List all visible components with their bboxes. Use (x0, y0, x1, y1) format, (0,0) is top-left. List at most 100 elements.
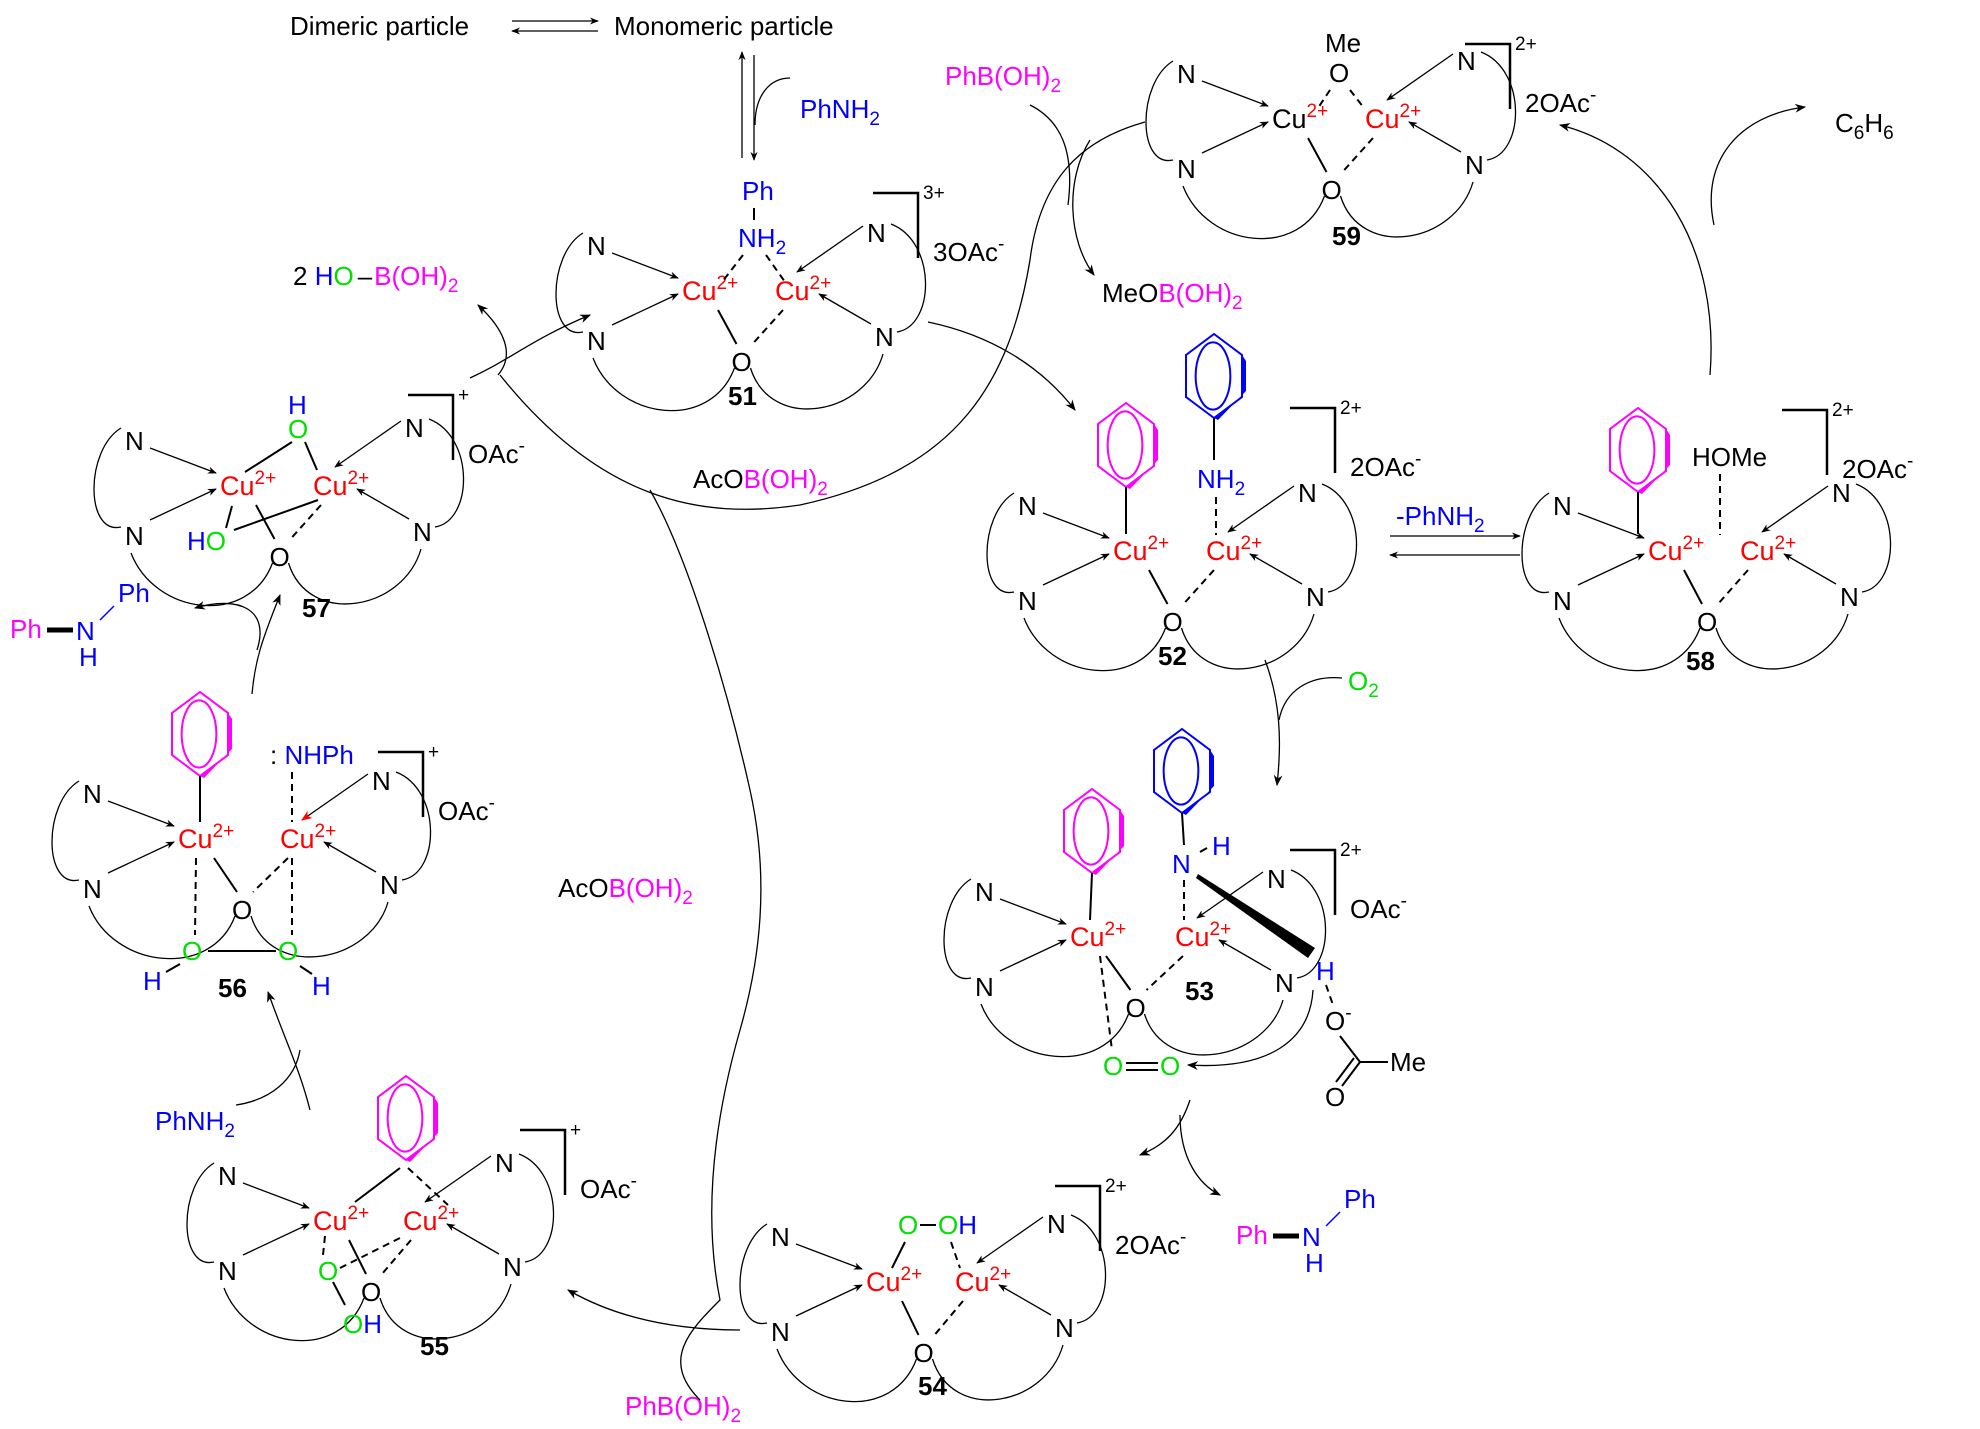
nitrogen-donor: N (1177, 154, 1196, 184)
phenyl-ring-icon (1185, 332, 1246, 420)
reagent-phboh2-bottom: PhB(OH)2 (625, 1391, 741, 1427)
ring-wedge (1126, 424, 1158, 489)
cu-o-dative (322, 1235, 326, 1256)
ligand-backbone (223, 1287, 365, 1342)
c-o-double-bond (1335, 1057, 1355, 1083)
ligand-backbone (1480, 51, 1517, 161)
n-label: N (76, 616, 95, 646)
cu-o-bond (1105, 955, 1132, 991)
n-label: N (1302, 1222, 1321, 1252)
oh-cu-bond (244, 441, 293, 473)
cu-o-bond (348, 1239, 367, 1275)
nitrogen-donor: N (372, 766, 391, 796)
arrow-release-meob (1072, 139, 1095, 276)
copper-atom: Cu2+ (280, 821, 336, 854)
reagent-phnh2-left: PhNH2 (155, 1106, 235, 1142)
cu-o-bond (1307, 137, 1328, 173)
arrow-51-to-52 (927, 321, 1076, 411)
byproduct-acob-oh2-low: AcOB(OH)2 (558, 873, 693, 909)
copper-atom: Cu2+ (313, 1203, 369, 1236)
copper-atom: Cu2+ (775, 273, 831, 306)
copper-atom: Cu2+ (1113, 533, 1169, 566)
ligand-backbone (555, 232, 584, 333)
phenyl-ring-icon (171, 690, 232, 778)
nitrogen-donor: N (218, 1256, 237, 1286)
nitrogen-donor: N (125, 426, 144, 456)
dioxygen-o: O (1103, 1051, 1123, 1081)
copper-atom: Cu2+ (955, 1264, 1011, 1297)
dative-bond-arrow (242, 1182, 310, 1209)
phenyl-ring-icon (1097, 401, 1158, 489)
cu-o-dative-bond (1182, 569, 1215, 605)
complex-charge: 2+ (1340, 840, 1362, 861)
reagent-o2: O2 (1348, 666, 1379, 702)
ligand-backbone (1855, 483, 1892, 593)
dative-bond-arrow (301, 773, 369, 821)
oh-cu-bond (304, 441, 318, 471)
dative-bond-arrow (242, 1223, 310, 1256)
aniline-ligand: NH2 (738, 223, 786, 259)
ring-aromatic-circle (180, 699, 218, 769)
nitrogen-donor: N (1055, 1313, 1074, 1343)
compound-number: 56 (218, 973, 247, 1003)
compound-number: 58 (1686, 646, 1715, 676)
ligand-backbone (931, 1344, 1064, 1401)
charge-bracket (1782, 408, 1829, 475)
hydroxyl-ho: HO (187, 526, 226, 556)
o-h-bond (165, 963, 181, 973)
bridging-oxygen: O (232, 895, 252, 925)
cu-o-bond (1683, 569, 1703, 605)
dative-bond-arrow (1386, 53, 1454, 101)
ring-aromatic-circle (1194, 341, 1232, 411)
dative-bond-arrow (149, 488, 217, 521)
ph-label: Ph (1344, 1184, 1376, 1214)
product-diphenylamine-right: Ph N Ph H (1236, 1184, 1376, 1278)
ligand-backbone (1070, 1214, 1107, 1324)
arrow-53-to-54 (1138, 1099, 1191, 1156)
dative-bond-arrow (999, 898, 1067, 925)
dimer-monomer-equilibrium: Dimeric particle Monomeric particle (290, 11, 834, 41)
methyl-label: Me (1390, 1047, 1426, 1077)
nitrogen-donor: N (587, 326, 606, 356)
counterion: OAc- (580, 1171, 637, 1204)
complex-charge: 2+ (1340, 398, 1362, 419)
ligand-backbone (395, 771, 432, 881)
phnh2-left-entry-curve (235, 1049, 301, 1106)
phenyl-ring-icon (1063, 787, 1124, 875)
complex-charge: 2+ (1832, 400, 1854, 421)
ligand-backbone (1521, 492, 1550, 593)
n-h-bond (1199, 847, 1208, 853)
nitrogen-donor: N (1306, 582, 1325, 612)
counterion: 2OAc- (1842, 451, 1913, 484)
arrow-58-to-59 (1558, 123, 1712, 376)
dative-bond-arrow (1408, 121, 1462, 153)
ring-outline (1153, 727, 1211, 815)
ph-label: Ph (118, 578, 150, 608)
product-diphenylamine-left: Ph N Ph H (10, 578, 150, 672)
h-bond (1325, 984, 1334, 1006)
nitrogen-donor: N (1267, 864, 1286, 894)
ring-outline (171, 690, 229, 778)
dative-bond-arrow (323, 841, 377, 873)
dative-bond-arrow (1042, 553, 1110, 586)
compound-number: 59 (1332, 221, 1361, 251)
cu-o-bond (213, 857, 238, 893)
phenyl-ring-icon (1609, 406, 1670, 494)
peroxo-oh: OH (938, 1210, 977, 1240)
nitrogen-donor: N (867, 218, 886, 248)
hydroperoxo-oh: OH (343, 1309, 382, 1339)
dative-bond-arrow (107, 841, 175, 874)
electron-push-arrow (1186, 989, 1314, 1070)
dative-bond-arrow (1577, 512, 1645, 539)
arrow-release-benzene (1710, 103, 1807, 226)
ligand-backbone (379, 1283, 512, 1340)
dative-bond-arrow (1249, 553, 1303, 585)
copper-atom: Cu2+ (1740, 533, 1796, 566)
ligand-backbone (1339, 181, 1474, 238)
o-o-bond (332, 1281, 346, 1306)
complex-charge: + (428, 742, 439, 763)
nitrogen-donor: N (503, 1252, 522, 1282)
